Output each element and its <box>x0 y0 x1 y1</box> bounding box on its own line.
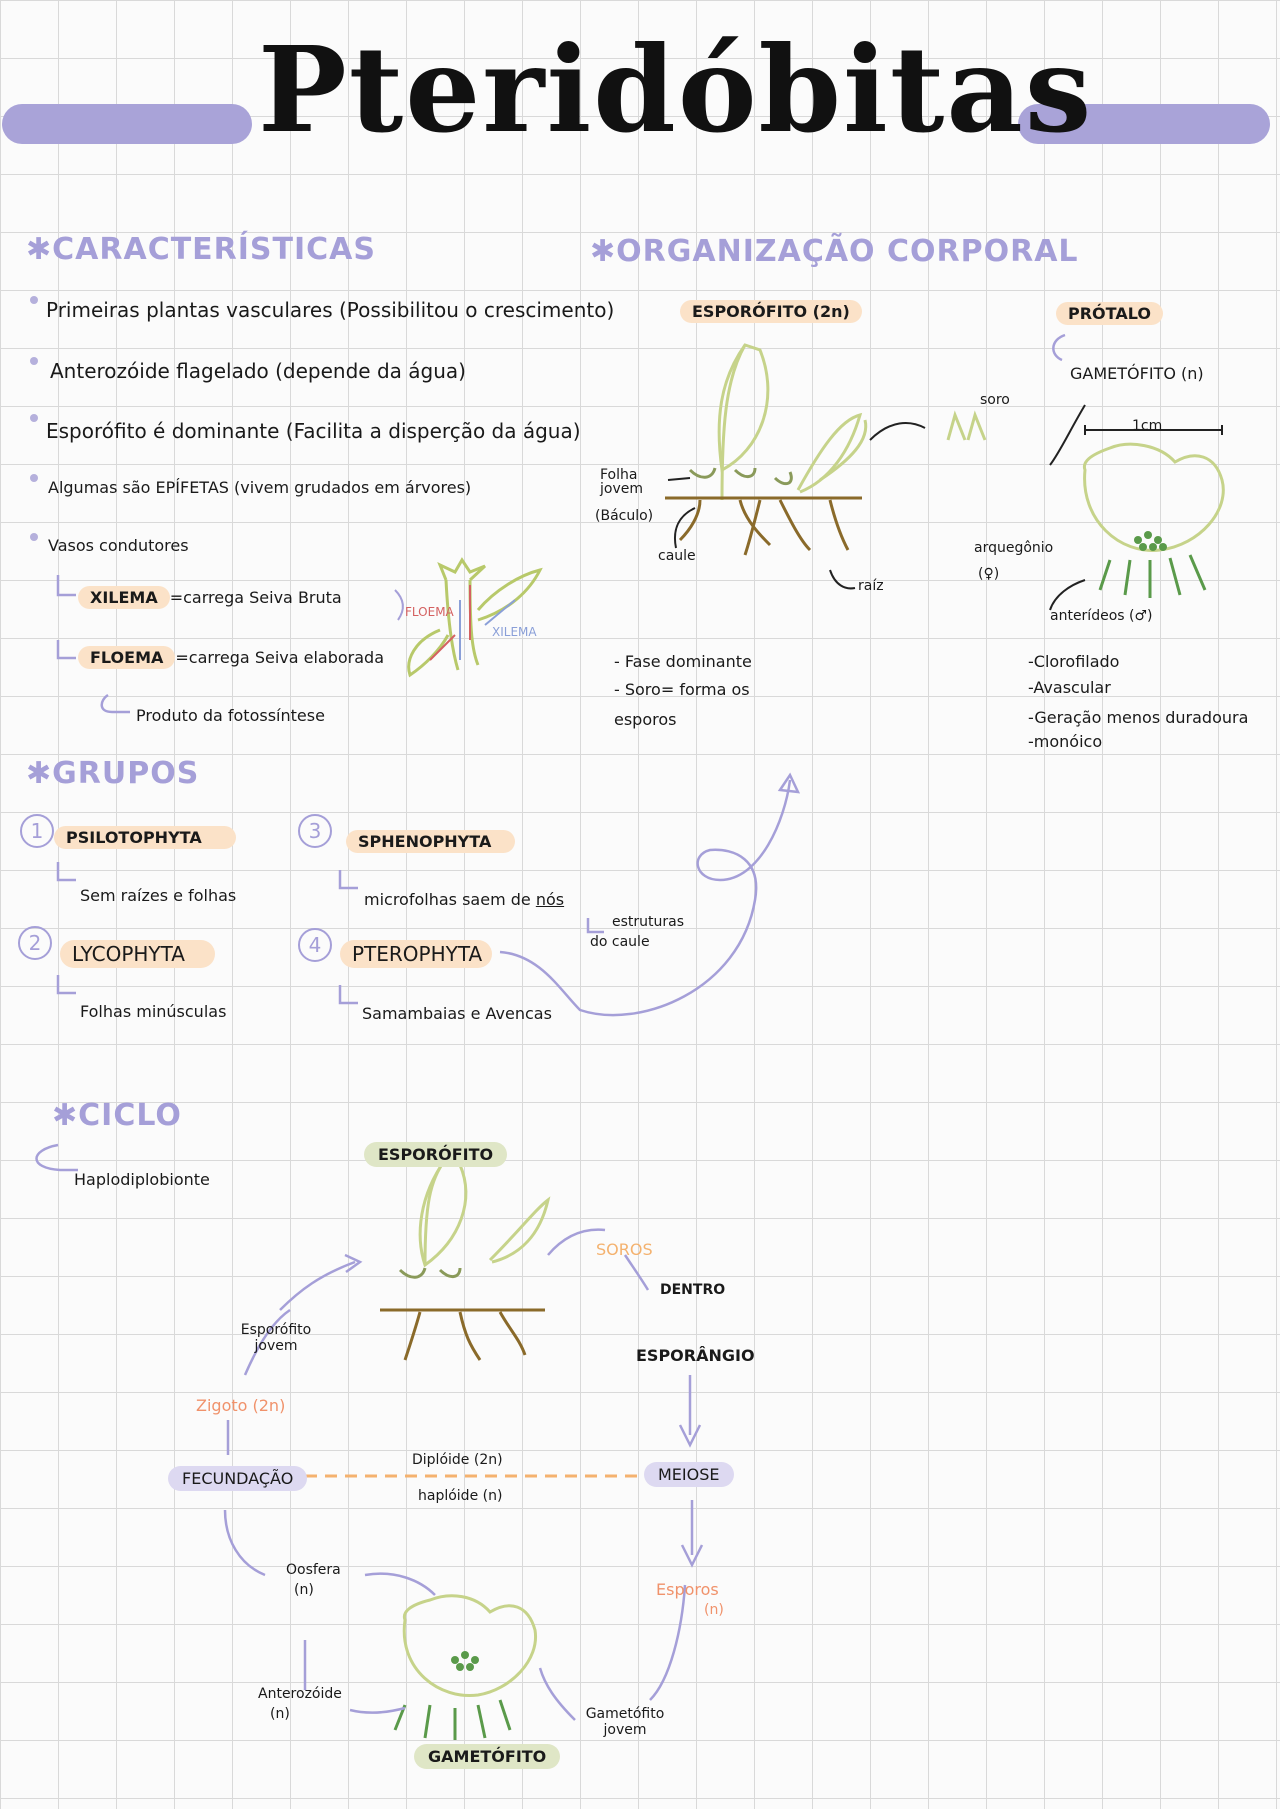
caracteristica-item: Esporófito é dominante (Facilita a dispe… <box>46 419 581 443</box>
protalo-note: -monóico <box>1028 732 1103 751</box>
group-name: SPHENOPHYTA <box>346 830 516 853</box>
cycle-esporofito-jovem-label: Esporófito jovem <box>240 1322 312 1354</box>
nos-term: nós <box>535 890 565 909</box>
group-name: LYCOPHYTA <box>60 940 215 968</box>
protalo-note: -Avascular <box>1028 678 1111 697</box>
cycle-gametophyte-dots <box>451 1651 479 1671</box>
pterophyta-arrow <box>499 772 801 1017</box>
folha-jovem-label: Folha jovem <box>600 467 643 497</box>
page-title: Pteridóbitas <box>258 20 1094 159</box>
protalo-label: PRÓTALO <box>1056 302 1163 325</box>
female-symbol: (♀) <box>978 566 1000 582</box>
diagram-floema-label: FLOEMA <box>405 605 454 619</box>
scale-label: 1cm <box>1132 418 1163 434</box>
bullet-dot <box>30 357 38 365</box>
cycle-fern <box>380 1158 551 1361</box>
asterisk-icon: ✱ <box>590 234 617 269</box>
asterisk-icon: ✱ <box>26 232 53 267</box>
title-bar-right <box>1018 104 1270 144</box>
caracteristica-item: Vasos condutores <box>48 536 189 555</box>
organizacao-note: - Soro= forma os <box>614 680 750 699</box>
baculo-label: (Báculo) <box>595 508 654 524</box>
hook-arrows <box>35 333 1066 1172</box>
group-name: PSILOTOPHYTA <box>54 826 236 849</box>
cycle-meiose-label: MEIOSE <box>644 1462 734 1487</box>
section-grupos-heading: ✱GRUPOS <box>26 756 200 791</box>
cycle-esporofito-label: ESPORÓFITO <box>364 1142 508 1167</box>
produto-fotossintese: Produto da fotossíntese <box>136 706 325 725</box>
cycle-gametofito-label: GAMETÓFITO <box>414 1744 561 1769</box>
cycle-haploide-label: haplóide (n) <box>418 1488 503 1504</box>
cycle-oosfera-n: (n) <box>294 1582 314 1598</box>
cycle-fecundacao-label: FECUNDAÇÃO <box>168 1466 308 1491</box>
cycle-anterozoide-label: Anterozóide <box>258 1686 342 1702</box>
esporofito-label: ESPORÓFITO (2n) <box>680 300 862 323</box>
group-desc: Samambaias e Avencas <box>362 1004 552 1023</box>
soro-label: soro <box>980 392 1010 408</box>
protalo-note: -Geração menos duradoura <box>1028 708 1249 727</box>
organizacao-note: esporos <box>614 710 677 729</box>
cycle-diploide-label: Diplóide (2n) <box>412 1452 503 1468</box>
xilema-desc: =carrega Seiva Bruta <box>169 588 342 607</box>
estruturas-label: estruturas <box>612 914 685 930</box>
cycle-esporos-n: (n) <box>704 1602 724 1618</box>
asterisk-icon: ✱ <box>26 756 53 791</box>
cycle-arrows <box>223 1228 704 1721</box>
raiz-label: raíz <box>858 578 884 594</box>
section-caracteristicas-heading: ✱CARACTERÍSTICAS <box>26 232 377 267</box>
section-organizacao-heading: ✱ORGANIZAÇÃO CORPORAL <box>590 234 1079 269</box>
group-desc: microfolhas saem de nós <box>364 890 564 909</box>
cycle-esporos-label: Esporos <box>656 1580 719 1599</box>
protalo-note: -Clorofilado <box>1028 652 1120 671</box>
caracteristica-item: Algumas são EPÍFETAS (vivem grudados em … <box>48 478 472 497</box>
cycle-gametofito-jovem-label: Gametófito jovem <box>585 1706 665 1738</box>
bullet-dot <box>30 533 38 541</box>
cycle-gametophyte <box>393 1594 538 1740</box>
bullet-dot <box>30 414 38 422</box>
haplodiplobionte-label: Haplodiplobionte <box>74 1170 210 1189</box>
fern-arrows <box>667 404 1086 590</box>
caracteristica-item: Primeiras plantas vasculares (Possibilit… <box>46 298 615 322</box>
floema-line: FLOEMA=carrega Seiva elaborada <box>78 646 384 669</box>
bullet-dot <box>30 296 38 304</box>
arquegonio-label: arquegônio <box>974 540 1054 556</box>
group-number: 1 <box>20 814 54 848</box>
group-number: 3 <box>298 814 332 848</box>
gametofito-label: GAMETÓFITO (n) <box>1070 364 1204 383</box>
protalo-drawing <box>1049 425 1225 611</box>
bullet-dot <box>30 474 38 482</box>
section-ciclo-heading: ✱CICLO <box>52 1098 182 1133</box>
caule-label: caule <box>658 548 696 564</box>
do-caule-label: do caule <box>590 934 650 950</box>
floema-term: FLOEMA <box>78 646 176 669</box>
group-number: 4 <box>298 928 332 962</box>
cycle-soros-label: SOROS <box>596 1240 653 1259</box>
organizacao-note: - Fase dominante <box>614 652 752 671</box>
anteridios-label: anterídeos (♂) <box>1050 608 1153 624</box>
group-desc-text: microfolhas saem de <box>364 890 531 909</box>
xilema-line: XILEMA=carrega Seiva Bruta <box>78 586 342 609</box>
soro-shape <box>946 410 987 441</box>
floema-desc: =carrega Seiva elaborada <box>175 648 384 667</box>
group-number: 2 <box>18 926 52 960</box>
title-bar-left <box>2 104 252 144</box>
fern-sporophyte <box>665 343 868 556</box>
caracteristica-item: Anterozóide flagelado (depende da água) <box>50 359 466 383</box>
cycle-zigoto-label: Zigoto (2n) <box>196 1396 286 1415</box>
cycle-anterozoide-n: (n) <box>270 1706 290 1722</box>
group-desc: Folhas minúsculas <box>80 1002 227 1021</box>
diagram-xilema-label: XILEMA <box>492 625 537 639</box>
vascular-diagram <box>394 557 543 678</box>
archegonia-dots <box>1134 531 1167 551</box>
cycle-esporangio-label: ESPORÂNGIO <box>636 1346 755 1365</box>
cycle-oosfera-label: Oosfera <box>286 1562 341 1578</box>
group-desc: Sem raízes e folhas <box>80 886 237 905</box>
group-name: PTEROPHYTA <box>340 940 493 968</box>
asterisk-icon: ✱ <box>52 1098 79 1133</box>
cycle-dentro-label: DENTRO <box>660 1282 726 1298</box>
xilema-term: XILEMA <box>78 586 170 609</box>
